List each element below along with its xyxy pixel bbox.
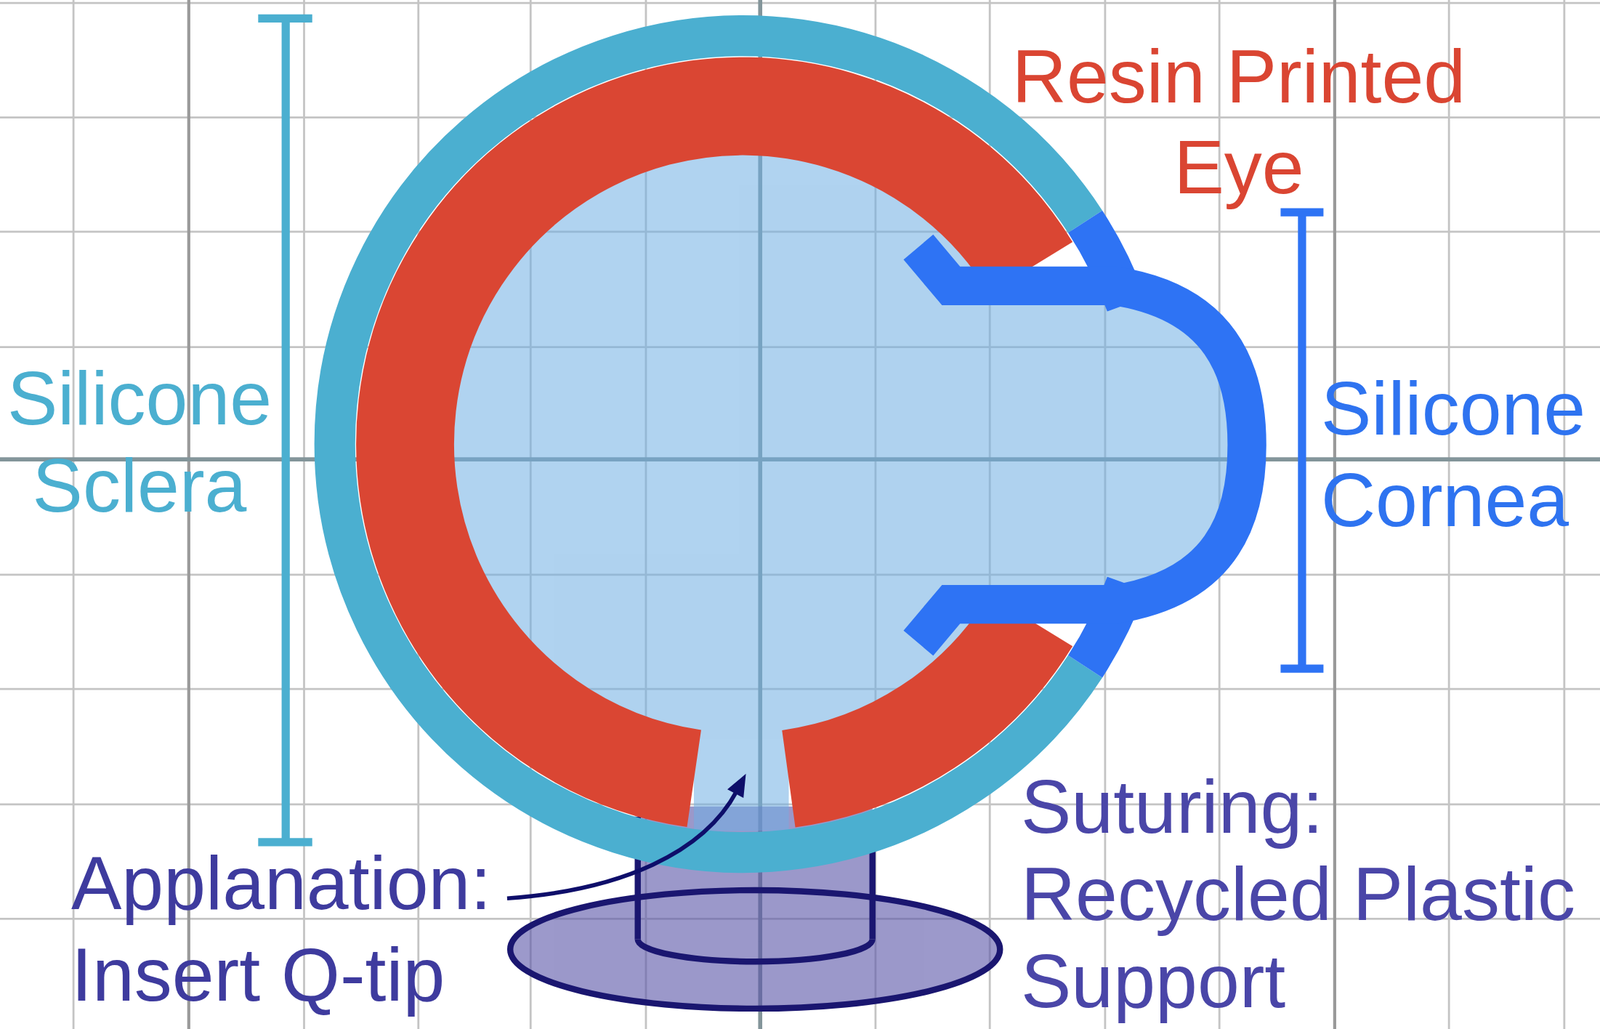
callout-label: Applanation: Insert Q-tip — [71, 837, 522, 1021]
bracket-cap — [257, 14, 312, 23]
arrow-head — [727, 773, 747, 798]
bracket-cap — [1280, 208, 1324, 217]
part-label: Resin Printed Eye — [984, 31, 1494, 213]
resin-eye — [405, 106, 1032, 779]
silicone-sclera — [334, 35, 1086, 853]
bracket-line — [281, 18, 290, 843]
part-label: Silicone Cornea — [1320, 362, 1598, 546]
cornea-bracket — [1280, 212, 1324, 669]
support-bottom-arc — [637, 938, 873, 962]
qtip-channel — [693, 714, 790, 831]
part-label: Suturing: Recycled Plastic Support — [1020, 762, 1592, 1025]
part-label: Silicone Sclera — [1, 354, 278, 529]
grid-line — [0, 2, 1600, 5]
support-base-outline — [510, 890, 1000, 1009]
bracket-cap — [1280, 664, 1324, 673]
bracket-line — [1297, 212, 1306, 669]
silicone-cornea — [918, 247, 1247, 644]
leader-line — [507, 791, 737, 899]
